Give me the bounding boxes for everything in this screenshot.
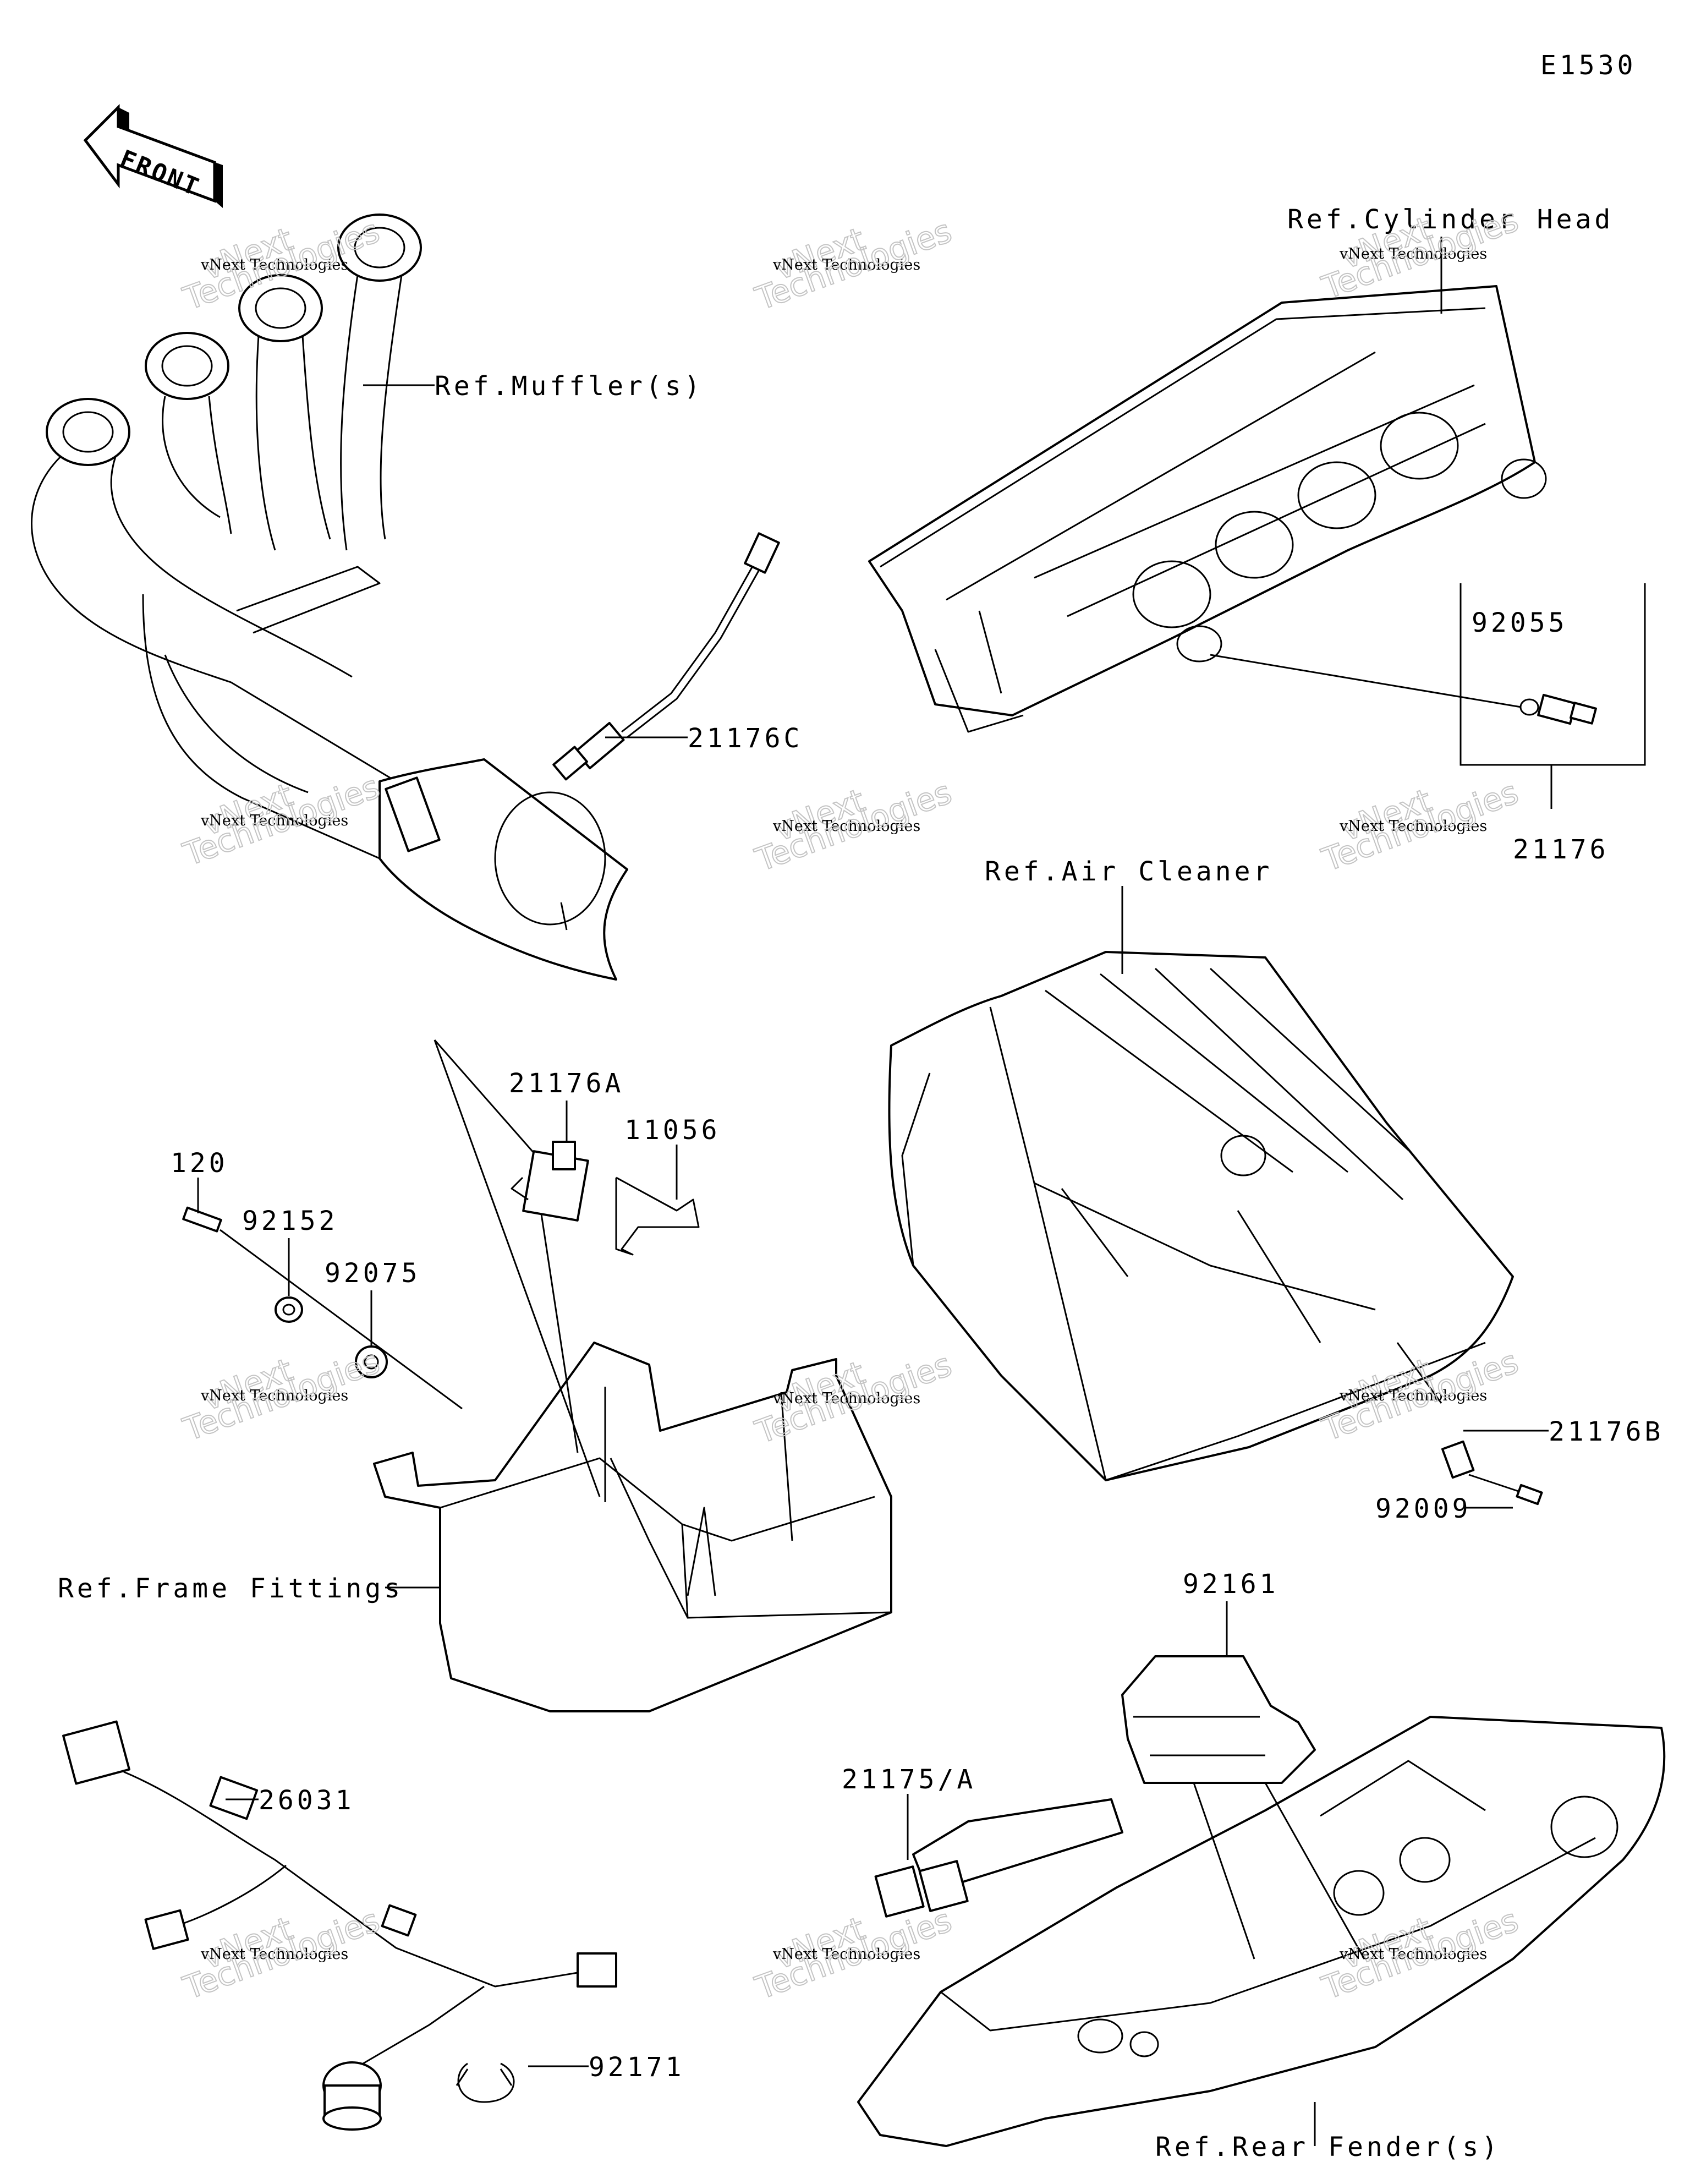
svg-text:vNext Technologies: vNext Technologies bbox=[772, 256, 920, 273]
damper-92075 bbox=[355, 1345, 388, 1378]
part-92055-label[interactable]: 92055 bbox=[1472, 607, 1568, 638]
oxygen-sensor-21176c bbox=[552, 532, 780, 781]
watermark-6: vNext vNext Technologies Technologies bbox=[1316, 773, 1523, 879]
svg-text:vNext Technologies: vNext Technologies bbox=[772, 818, 920, 835]
rear-fender bbox=[857, 1716, 1666, 2147]
diagram-code: E1530 bbox=[1540, 50, 1637, 81]
collar-92152 bbox=[275, 1296, 303, 1323]
part-92161-label[interactable]: 92161 bbox=[1183, 1569, 1279, 1600]
ref-air-cleaner-label: Ref.Air Cleaner bbox=[985, 856, 1272, 887]
battery-case bbox=[373, 1342, 892, 1712]
watermark-2: vNext vNext Technologies Technologies bbox=[750, 211, 957, 318]
watermark-4: vNext vNext Technologies Technologies bbox=[178, 767, 385, 874]
svg-text:vNext Technologies: vNext Technologies bbox=[1339, 1946, 1487, 1963]
part-21176a-label[interactable]: 21176A bbox=[509, 1068, 624, 1099]
watermark-11: vNext vNext Technologies Technologies bbox=[750, 1901, 957, 2007]
part-21176c-label[interactable]: 21176C bbox=[688, 723, 803, 754]
svg-text:vNext Technologies: vNext Technologies bbox=[1339, 245, 1487, 262]
part-21176b-label[interactable]: 21176B bbox=[1549, 1416, 1664, 1447]
svg-text:vNext Technologies: vNext Technologies bbox=[200, 256, 348, 273]
cylinder-head bbox=[868, 285, 1547, 733]
air-cleaner bbox=[888, 951, 1514, 1481]
part-21176-label[interactable]: 21176 bbox=[1513, 834, 1609, 865]
svg-text:vNext Technologies: vNext Technologies bbox=[772, 1946, 920, 1963]
clamp-92171 bbox=[456, 2062, 515, 2103]
part-120-label[interactable]: 120 bbox=[171, 1148, 228, 1179]
sensor-21176b bbox=[1396, 1342, 1543, 1506]
exhaust-header bbox=[31, 214, 628, 981]
part-11056-label[interactable]: 11056 bbox=[624, 1115, 721, 1146]
bolt-120 bbox=[182, 1206, 222, 1233]
part-92152-label[interactable]: 92152 bbox=[242, 1206, 338, 1236]
bracket-11056 bbox=[615, 1176, 700, 1256]
watermark-7: vNext vNext Technologies Technologies bbox=[178, 1342, 385, 1449]
wiring-harness-26031 bbox=[62, 1720, 617, 2131]
watermark-10: vNext vNext Technologies Technologies bbox=[178, 1901, 385, 2007]
svg-text:vNext Technologies: vNext Technologies bbox=[200, 1387, 348, 1404]
ecu-21175a bbox=[874, 1798, 1123, 1918]
front-arrow-icon: FRONT bbox=[83, 103, 223, 208]
sensor-21176a bbox=[511, 1141, 589, 1222]
sensor-21176-box bbox=[1210, 583, 1646, 809]
ref-mufflers-label: Ref.Muffler(s) bbox=[435, 371, 704, 402]
svg-text:vNext Technologies: vNext Technologies bbox=[200, 812, 348, 829]
part-92171-label[interactable]: 92171 bbox=[589, 2052, 685, 2083]
svg-text:vNext Technologies: vNext Technologies bbox=[1339, 818, 1487, 835]
part-26031-label[interactable]: 26031 bbox=[259, 1785, 355, 1816]
ref-frame-fittings-label: Ref.Frame Fittings bbox=[58, 1573, 403, 1604]
svg-text:vNext Technologies: vNext Technologies bbox=[200, 1946, 348, 1963]
ref-rear-fenders-label: Ref.Rear Fender(s) bbox=[1155, 2132, 1501, 2163]
part-21175a-label[interactable]: 21175/A bbox=[842, 1764, 976, 1795]
svg-text:vNext Technologies: vNext Technologies bbox=[772, 1390, 920, 1407]
part-92009-label[interactable]: 92009 bbox=[1375, 1493, 1472, 1524]
part-92075-label[interactable]: 92075 bbox=[325, 1258, 421, 1289]
svg-text:vNext Technologies: vNext Technologies bbox=[1339, 1387, 1487, 1404]
watermark-5: vNext vNext Technologies Technologies bbox=[750, 773, 957, 879]
ref-cylinder-head-label: Ref.Cylinder Head bbox=[1287, 204, 1614, 235]
ecu-holder-92161 bbox=[1121, 1655, 1316, 1784]
